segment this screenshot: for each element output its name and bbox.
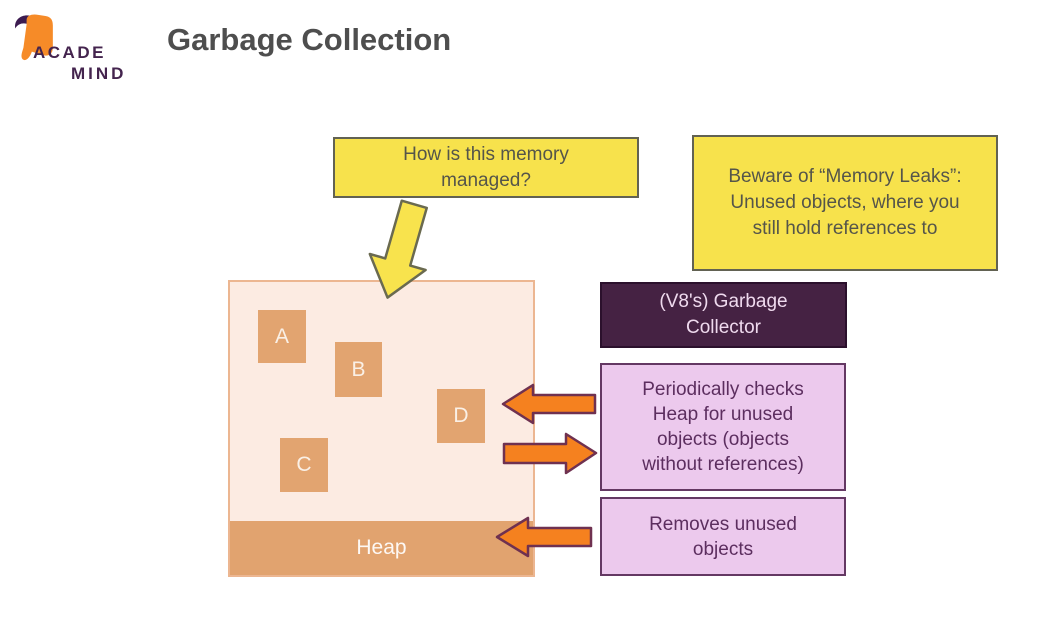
- collector-step-removes: Removes unused objects: [600, 497, 846, 576]
- arrow-checks-to-heap-icon: [501, 383, 597, 425]
- callout-memory-leaks: Beware of “Memory Leaks”: Unused objects…: [692, 135, 998, 271]
- garbage-collector-box: (V8's) Garbage Collector: [600, 282, 847, 348]
- callout-memory-managed-text: How is this memory managed?: [403, 143, 569, 191]
- heap-object-a: A: [258, 310, 306, 363]
- heap-label: Heap: [356, 536, 407, 559]
- academind-logo-icon: [15, 14, 53, 61]
- heap-object-b: B: [335, 342, 382, 397]
- heap-object-d-label: D: [453, 404, 469, 427]
- heap-box: A B D C Heap: [228, 280, 535, 577]
- arrow-heap-to-collector-icon: [502, 432, 598, 475]
- logo-text-mind: MIND: [71, 64, 127, 83]
- heap-object-c: C: [280, 438, 328, 492]
- page-title: Garbage Collection: [167, 22, 452, 57]
- logo-text-acade: ACADE: [33, 43, 106, 62]
- heap-object-d: D: [437, 389, 485, 443]
- heap-object-b-label: B: [351, 357, 366, 381]
- academind-logo: ACADE MIND: [8, 6, 138, 86]
- heap-label-strip: Heap: [230, 521, 533, 575]
- garbage-collector-title: (V8's) Garbage Collector: [659, 291, 788, 338]
- callout-memory-managed: How is this memory managed?: [333, 137, 639, 198]
- collector-step-checks: Periodically checks Heap for unused obje…: [600, 363, 846, 491]
- collector-step-removes-text: Removes unused objects: [649, 513, 797, 560]
- collector-step-checks-text: Periodically checks Heap for unused obje…: [642, 379, 804, 475]
- heap-object-a-label: A: [274, 324, 289, 348]
- callout-memory-leaks-text: Beware of “Memory Leaks”: Unused objects…: [728, 166, 962, 239]
- heap-object-c-label: C: [296, 453, 312, 476]
- arrow-question-to-heap-icon: [368, 199, 429, 299]
- arrow-removes-to-heap-icon: [495, 516, 593, 558]
